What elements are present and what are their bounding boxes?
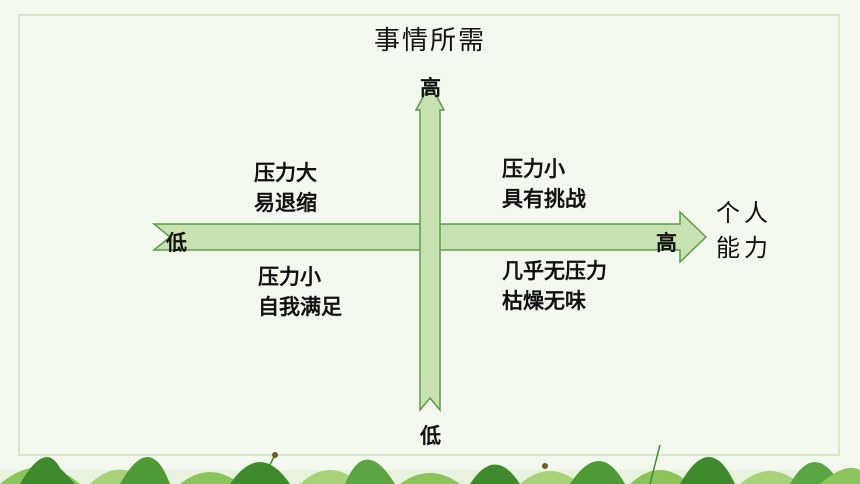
slide-border — [18, 14, 840, 456]
quadrant-bottom-left-line1: 压力小 — [258, 265, 321, 289]
horizontal-axis-left-label: 低 — [166, 231, 187, 255]
axis-crossing — [421, 225, 439, 249]
quadrant-top-right: 压力小 具有挑战 — [502, 154, 586, 215]
quadrant-bottom-right: 几乎无压力 枯燥无味 — [502, 256, 607, 317]
quadrant-bottom-left-line2: 自我满足 — [258, 295, 342, 320]
horizontal-axis-right-label: 高 — [656, 231, 677, 255]
quadrant-top-left: 压力大 易退缩 — [254, 158, 317, 219]
quadrant-top-left-line2: 易退缩 — [254, 191, 317, 216]
quadrant-top-left-line1: 压力大 — [254, 161, 317, 185]
vertical-axis-top-label: 高 — [420, 76, 441, 100]
horizontal-axis-title-line2: 能力 — [716, 233, 772, 262]
foliage-decoration — [0, 444, 860, 484]
diagram-title: 事情所需 — [373, 26, 486, 56]
quadrant-bottom-right-line2: 枯燥无味 — [502, 289, 586, 314]
quadrant-top-right-line1: 压力小 — [502, 157, 565, 181]
quadrant-bottom-right-line1: 几乎无压力 — [502, 259, 607, 283]
horizontal-axis-title-line1: 个人 — [716, 199, 772, 227]
quadrant-top-right-line2: 具有挑战 — [502, 187, 586, 212]
vertical-axis-bottom-label: 低 — [420, 424, 441, 448]
horizontal-axis-title: 个人 能力 — [716, 196, 772, 266]
quadrant-bottom-left: 压力小 自我满足 — [258, 262, 342, 323]
